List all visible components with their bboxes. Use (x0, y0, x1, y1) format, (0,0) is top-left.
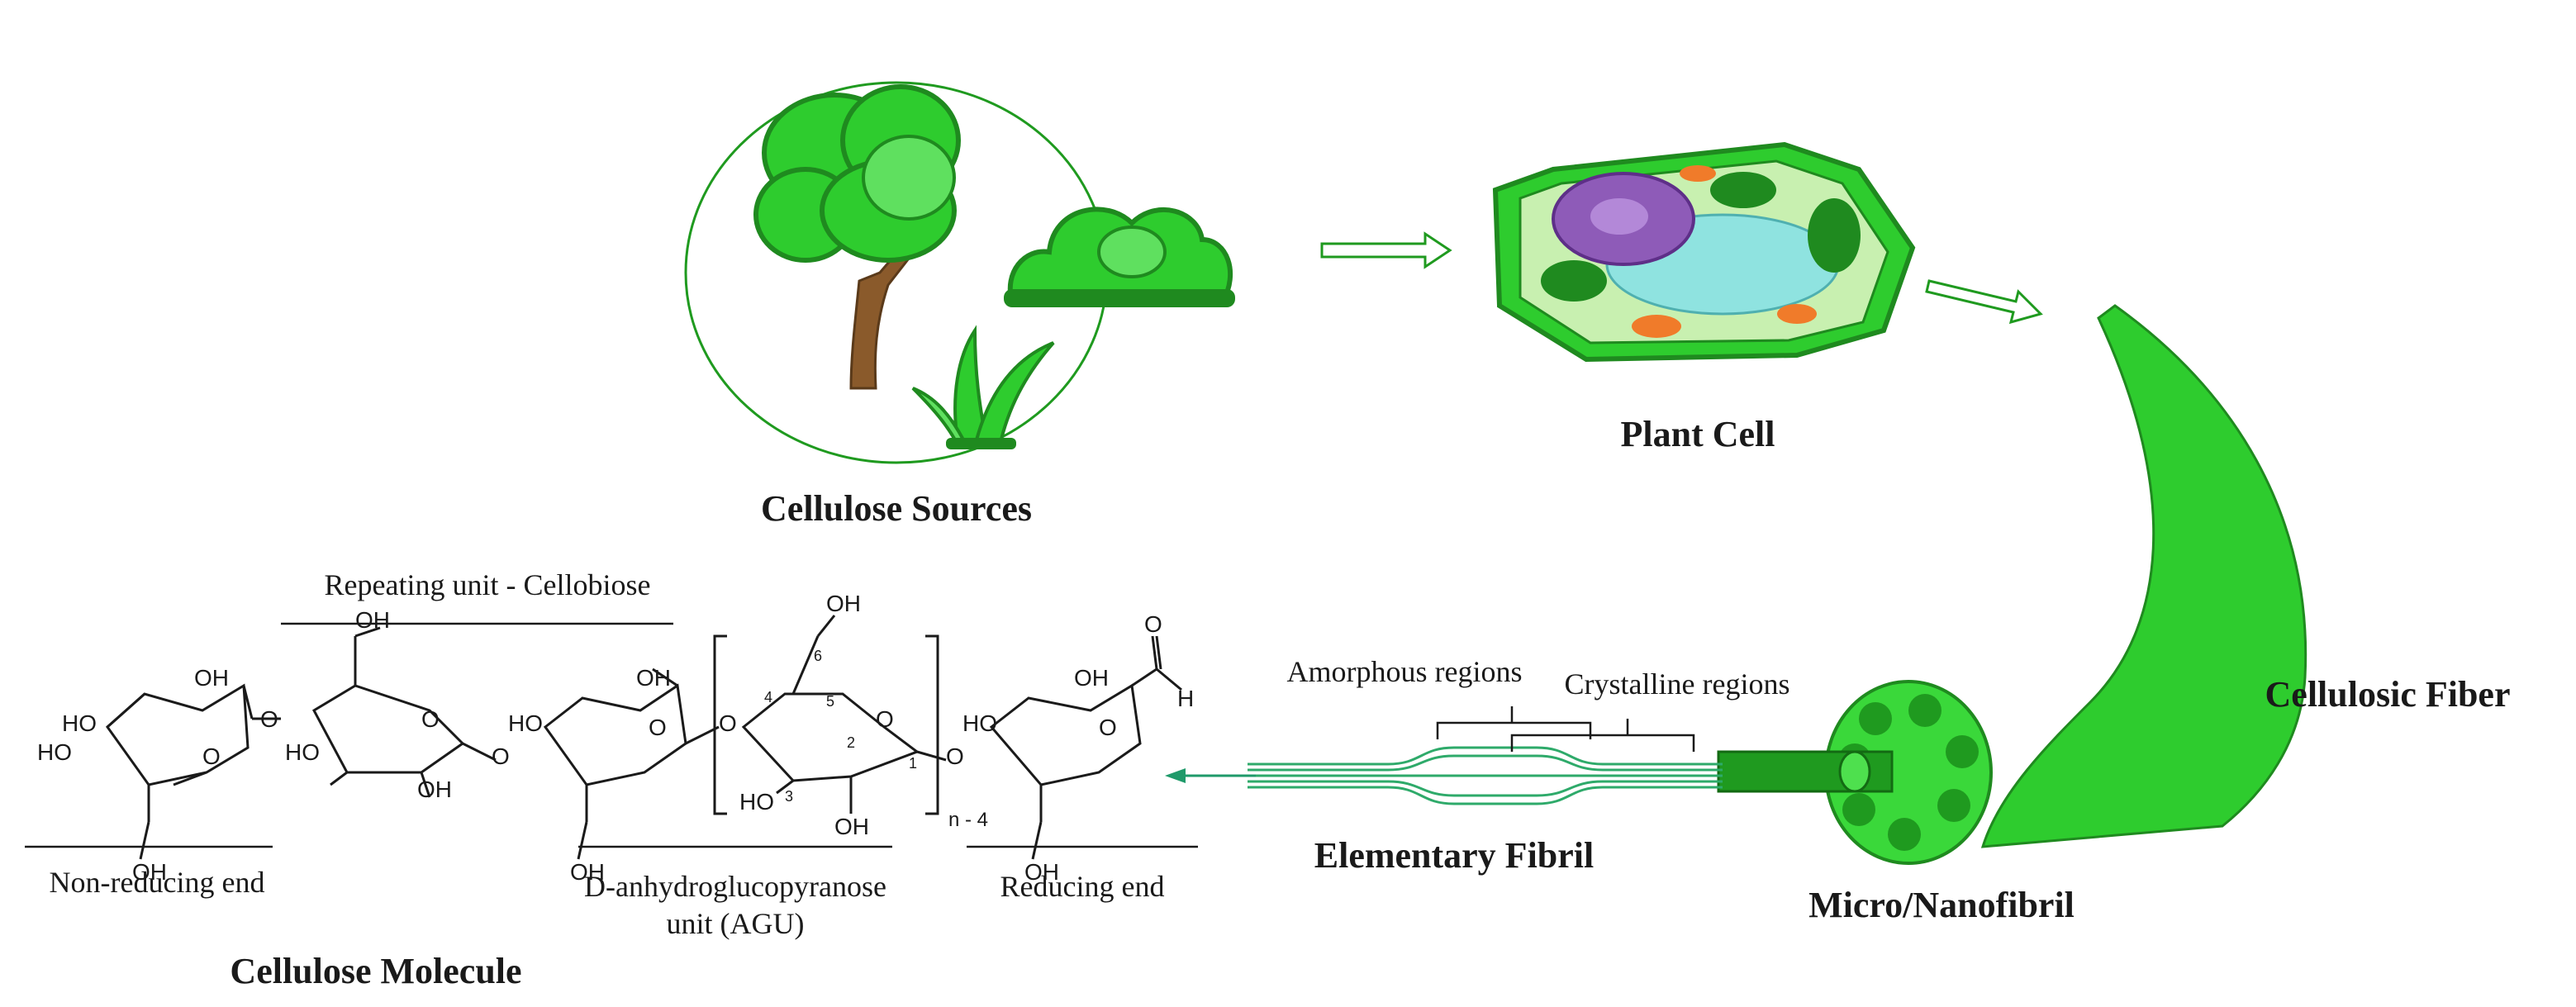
svg-text:OH: OH (194, 665, 229, 691)
label-non-reducing-end: Non-reducing end (50, 866, 265, 899)
svg-text:HO: HO (739, 789, 774, 815)
cellulose-molecule-structure: Repeating unit - Cellobiose (25, 568, 1198, 991)
label-agu-line2: unit (AGU) (667, 907, 805, 940)
chloroplast (1541, 260, 1607, 302)
label-plant-cell: Plant Cell (1621, 414, 1775, 454)
arrow-cell-to-fiber (1925, 279, 2043, 325)
cellulosic-fiber-icon: Cellulosic Fiber Micro/Nanofibril (1717, 304, 2511, 925)
bracket-left (713, 634, 727, 815)
svg-text:HO: HO (62, 710, 97, 736)
svg-text:OH: OH (826, 591, 861, 616)
arrow-sources-to-cell (1320, 231, 1452, 269)
svg-text:6: 6 (814, 648, 822, 664)
svg-text:H: H (1177, 686, 1194, 711)
label-crystalline-regions: Crystalline regions (1565, 667, 1790, 701)
svg-text:OH: OH (417, 777, 452, 802)
bracket-right (925, 634, 939, 815)
atom-labels: HO HO OH O O OH OH HO O OH O HO OH O OH … (37, 591, 1194, 885)
svg-text:O: O (260, 706, 278, 732)
label-micro-nanofibril: Micro/Nanofibril (1808, 885, 2075, 925)
ring-1 (105, 683, 250, 786)
svg-text:O: O (421, 706, 440, 732)
ring-4 (741, 692, 920, 782)
svg-text:OH: OH (1074, 665, 1109, 691)
svg-text:5: 5 (826, 693, 834, 710)
label-amorphous-regions: Amorphous regions (1287, 655, 1523, 688)
svg-text:OH: OH (132, 859, 167, 885)
svg-text:O: O (649, 715, 667, 740)
label-cellulose-sources: Cellulose Sources (761, 488, 1032, 529)
tree-icon (753, 84, 961, 390)
svg-text:O: O (946, 743, 964, 769)
grass-icon (911, 325, 1055, 449)
svg-text:OH: OH (355, 607, 390, 633)
region-brackets (1436, 706, 1695, 752)
svg-text:OH: OH (570, 859, 605, 885)
carbon-numbers: 1 2 3 4 5 6 (764, 648, 917, 805)
ring-2 (312, 684, 465, 774)
label-reducing-end: Reducing end (1000, 870, 1165, 903)
svg-text:OH: OH (636, 665, 671, 691)
svg-text:O: O (876, 706, 894, 732)
svg-text:O: O (492, 743, 510, 769)
svg-text:OH: OH (834, 814, 869, 839)
svg-text:O: O (719, 710, 737, 736)
svg-text:O: O (202, 743, 221, 769)
svg-text:O: O (1099, 715, 1117, 740)
plant-cell-icon: Plant Cell (1492, 141, 1916, 454)
label-repeating-unit: Repeating unit - Cellobiose (325, 568, 651, 601)
bush-icon (1004, 207, 1235, 307)
svg-text:3: 3 (785, 788, 793, 805)
ring-5 (989, 683, 1142, 786)
label-cellulosic-fiber: Cellulosic Fiber (2265, 674, 2511, 715)
label-elementary-fibril: Elementary Fibril (1314, 835, 1595, 876)
svg-text:2: 2 (847, 734, 855, 751)
label-cellulose-molecule: Cellulose Molecule (230, 951, 521, 991)
elementary-fibril-icon (1248, 746, 1723, 805)
svg-text:HO: HO (285, 739, 320, 765)
svg-text:4: 4 (764, 689, 772, 705)
label-agu-line1: D-anhydroglucopyranose (584, 870, 886, 903)
svg-text:HO: HO (508, 710, 543, 736)
svg-text:HO: HO (962, 710, 997, 736)
cellulose-sources-panel: Cellulose Sources (684, 81, 1235, 529)
fibril-arrow (1165, 768, 1256, 783)
mitochondria (1632, 315, 1681, 338)
svg-text:O: O (1144, 611, 1162, 637)
ring-3 (543, 683, 687, 786)
svg-text:OH: OH (1024, 859, 1059, 885)
repeat-subscript: n - 4 (948, 809, 988, 831)
svg-text:HO: HO (37, 739, 72, 765)
svg-text:1: 1 (909, 755, 917, 772)
